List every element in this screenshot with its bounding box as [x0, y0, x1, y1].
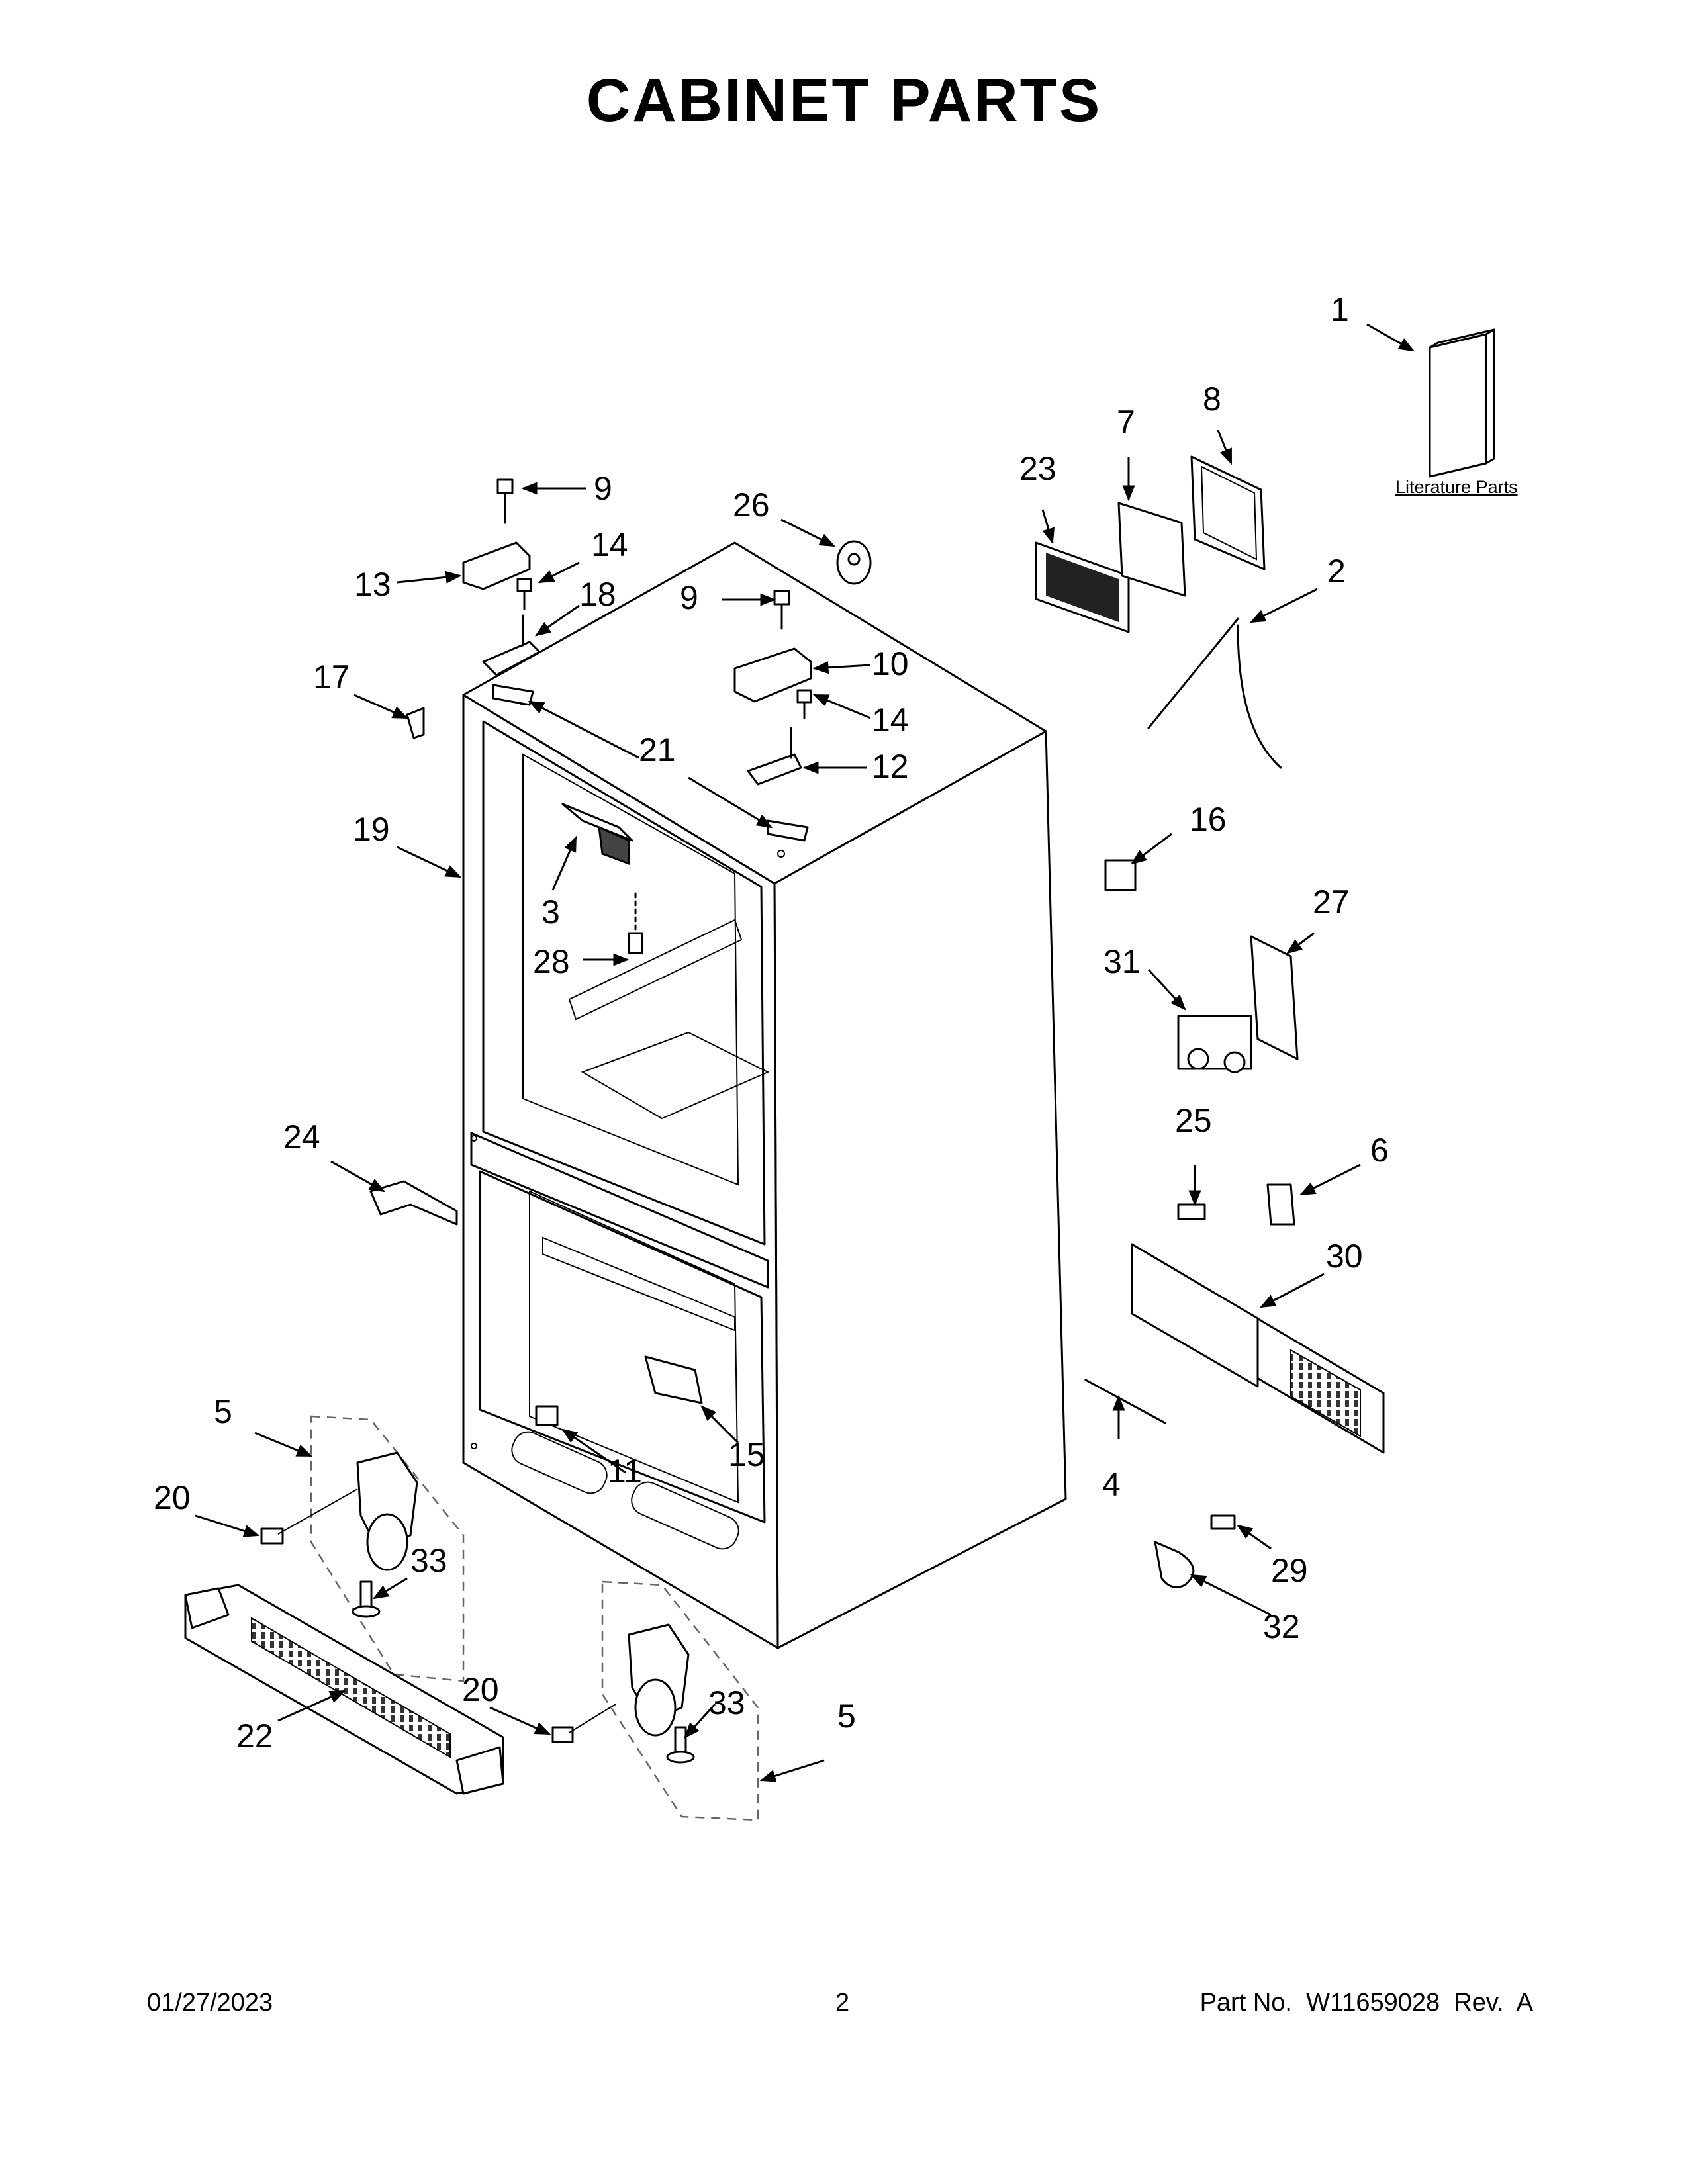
callout-24: 24 — [283, 1118, 320, 1156]
page-title: CABINET PARTS — [586, 67, 1102, 134]
freezer-hinge — [644, 1355, 703, 1404]
callout-7: 7 — [1117, 404, 1135, 441]
callout-11: 11 — [608, 1453, 642, 1490]
callout-25: 25 — [1175, 1102, 1212, 1139]
center-hinge-bracket — [369, 1180, 458, 1226]
screw-28 — [628, 892, 643, 954]
cord-clip — [836, 540, 872, 585]
clip-16 — [1104, 859, 1137, 891]
callout-leaders — [195, 323, 1415, 1782]
mounting-bracket — [406, 707, 425, 739]
callout-9-right: 9 — [680, 579, 698, 616]
screw-11 — [535, 1405, 559, 1426]
fill-tube — [1147, 617, 1282, 769]
callout-33-right: 33 — [708, 1684, 745, 1721]
literature-parts-booklet — [1429, 328, 1495, 478]
screw-29 — [1210, 1514, 1236, 1530]
roller-assembly-left — [310, 1415, 465, 1682]
roller-assembly-right — [601, 1580, 759, 1821]
footer-part-number: Part No. W11659028 Rev. A — [1199, 1989, 1533, 2017]
callout-29: 29 — [1271, 1552, 1308, 1589]
callout-1: 1 — [1331, 291, 1349, 328]
electronic-control-board — [1035, 541, 1130, 633]
callout-labels: 1 2 3 4 5 5 6 7 8 9 9 10 11 12 13 14 14 … — [154, 291, 1518, 1754]
callout-30: 30 — [1326, 1238, 1363, 1275]
callout-5-right: 5 — [837, 1698, 856, 1735]
cabinet-body — [462, 541, 1067, 1649]
callout-17: 17 — [313, 659, 350, 696]
callout-26: 26 — [733, 486, 770, 523]
callout-18: 18 — [579, 576, 616, 613]
callout-9-left: 9 — [594, 470, 612, 507]
hinge-screws — [496, 478, 812, 719]
screw-25 — [1177, 1203, 1206, 1220]
clip-6 — [1266, 1183, 1295, 1226]
roller-screws — [260, 1488, 616, 1743]
callout-22: 22 — [236, 1717, 273, 1754]
callout-4: 4 — [1102, 1466, 1121, 1503]
callout-28: 28 — [533, 943, 570, 980]
callout-21: 21 — [639, 731, 676, 768]
water-valve — [1177, 1015, 1252, 1073]
valve-cover — [1250, 935, 1299, 1060]
callout-3: 3 — [541, 893, 560, 931]
ice-maker-bracket — [561, 803, 633, 866]
literature-parts-caption: Literature Parts — [1395, 477, 1518, 497]
callout-8: 8 — [1203, 381, 1221, 418]
callout-31: 31 — [1103, 943, 1141, 980]
hinges — [482, 614, 802, 786]
hinge-cover-right — [733, 647, 812, 703]
callout-20-left: 20 — [154, 1479, 191, 1516]
callout-16: 16 — [1190, 801, 1227, 838]
rear-access-panel — [1131, 1243, 1385, 1454]
gasket-strip — [1084, 1379, 1166, 1424]
callout-2: 2 — [1327, 553, 1346, 590]
callout-33-left: 33 — [410, 1542, 447, 1579]
callout-23: 23 — [1019, 450, 1056, 487]
callout-32: 32 — [1263, 1608, 1300, 1645]
callout-10: 10 — [872, 645, 909, 682]
callout-14-right: 14 — [872, 702, 909, 739]
callout-5-left: 5 — [214, 1393, 232, 1430]
callout-14-left: 14 — [591, 526, 628, 563]
callout-27: 27 — [1313, 884, 1350, 921]
hinge-cover-left — [462, 541, 531, 590]
clamp-32 — [1154, 1541, 1195, 1588]
footer-date: 01/27/2023 — [147, 1989, 273, 2017]
footer-page-number: 2 — [835, 1989, 850, 2017]
access-panel — [1190, 455, 1266, 570]
base-grille — [184, 1584, 504, 1795]
callout-15: 15 — [728, 1436, 765, 1473]
callout-13: 13 — [354, 566, 391, 603]
board-cover — [1117, 502, 1186, 597]
callout-12: 12 — [872, 748, 909, 785]
callout-6: 6 — [1370, 1132, 1389, 1169]
callout-19: 19 — [353, 811, 390, 848]
callout-20-right: 20 — [462, 1671, 499, 1708]
